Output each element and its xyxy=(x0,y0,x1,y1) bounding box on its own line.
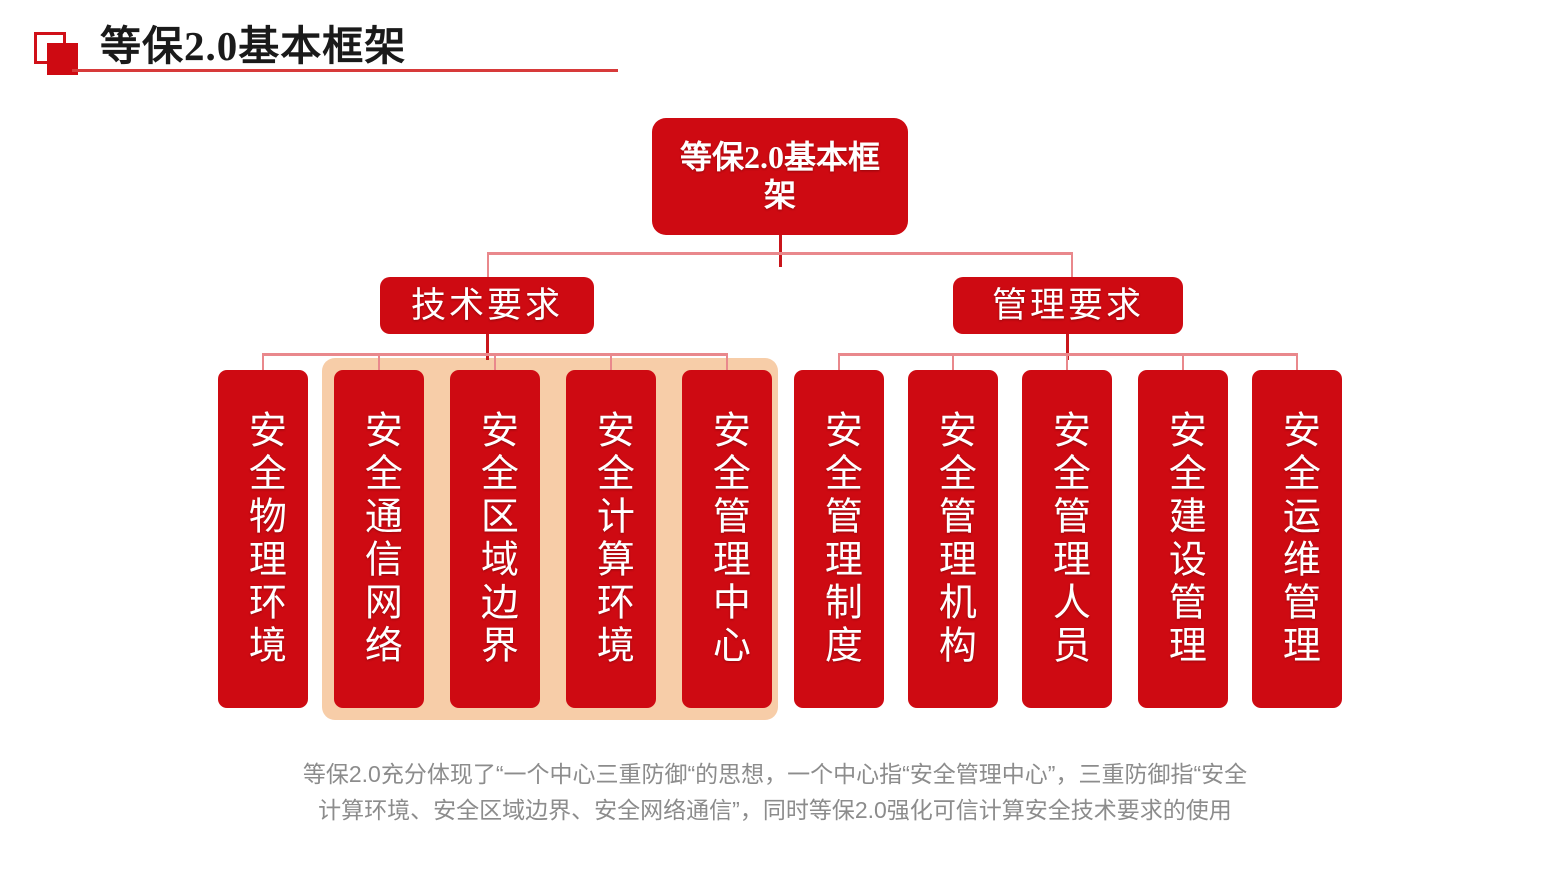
leaf-safe-area-boundary[interactable]: 安全区域边界 xyxy=(450,370,540,708)
connector-mgmt-drop-2 xyxy=(952,353,954,372)
connector-tech-stem xyxy=(486,334,489,360)
connector-root-stem xyxy=(779,235,782,267)
connector-tech-drop-1 xyxy=(262,353,264,372)
connector-to-mgmt xyxy=(1071,252,1073,278)
caption-line-1: 等保2.0充分体现了“一个中心三重防御“的思想，一个中心指“安全管理中心”，三重… xyxy=(302,761,1248,787)
title-underline-rule xyxy=(72,69,618,72)
leaf-safe-communication-network[interactable]: 安全通信网络 xyxy=(334,370,424,708)
node-technical-requirements[interactable]: 技术要求 xyxy=(380,277,594,334)
leaf-safe-operation-management[interactable]: 安全运维管理 xyxy=(1252,370,1342,708)
connector-mgmt-stem xyxy=(1066,334,1069,360)
leaf-safe-physical-environment[interactable]: 安全物理环境 xyxy=(218,370,308,708)
node-root[interactable]: 等保2.0基本框架 xyxy=(652,118,908,235)
leaf-safe-computing-environment[interactable]: 安全计算环境 xyxy=(566,370,656,708)
leaf-safe-management-personnel[interactable]: 安全管理人员 xyxy=(1022,370,1112,708)
connector-tech-drop-4 xyxy=(610,353,612,372)
leaf-safe-management-organization[interactable]: 安全管理机构 xyxy=(908,370,998,708)
node-management-requirements[interactable]: 管理要求 xyxy=(953,277,1183,334)
connector-root-bus xyxy=(487,252,1073,255)
connector-mgmt-drop-4 xyxy=(1182,353,1184,372)
leaf-safe-management-center[interactable]: 安全管理中心 xyxy=(682,370,772,708)
connector-mgmt-drop-3 xyxy=(1066,353,1068,372)
connector-to-tech xyxy=(487,252,489,278)
org-chart-diagram: 等保2.0基本框架 技术要求 管理要求 安全物理环境 安全通信网络 安全区域边界… xyxy=(218,118,1342,720)
leaf-safe-management-system[interactable]: 安全管理制度 xyxy=(794,370,884,708)
caption-line-2: 计算环境、安全区域边界、安全网络通信”，同时等保2.0强化可信计算安全技术要求的… xyxy=(318,796,1232,823)
connector-tech-drop-3 xyxy=(494,353,496,372)
connector-mgmt-drop-5 xyxy=(1296,353,1298,372)
page-title: 等保2.0基本框架 xyxy=(100,23,407,69)
connector-tech-drop-2 xyxy=(378,353,380,372)
connector-mgmt-bus xyxy=(838,353,1298,356)
leaf-safe-construction-management[interactable]: 安全建设管理 xyxy=(1138,370,1228,708)
connector-tech-drop-5 xyxy=(726,353,728,372)
double-square-icon xyxy=(34,32,80,76)
connector-mgmt-drop-1 xyxy=(838,353,840,372)
caption-block: 等保2.0充分体现了“一个中心三重防御“的思想，一个中心指“安全管理中心”，三重… xyxy=(110,757,1440,828)
